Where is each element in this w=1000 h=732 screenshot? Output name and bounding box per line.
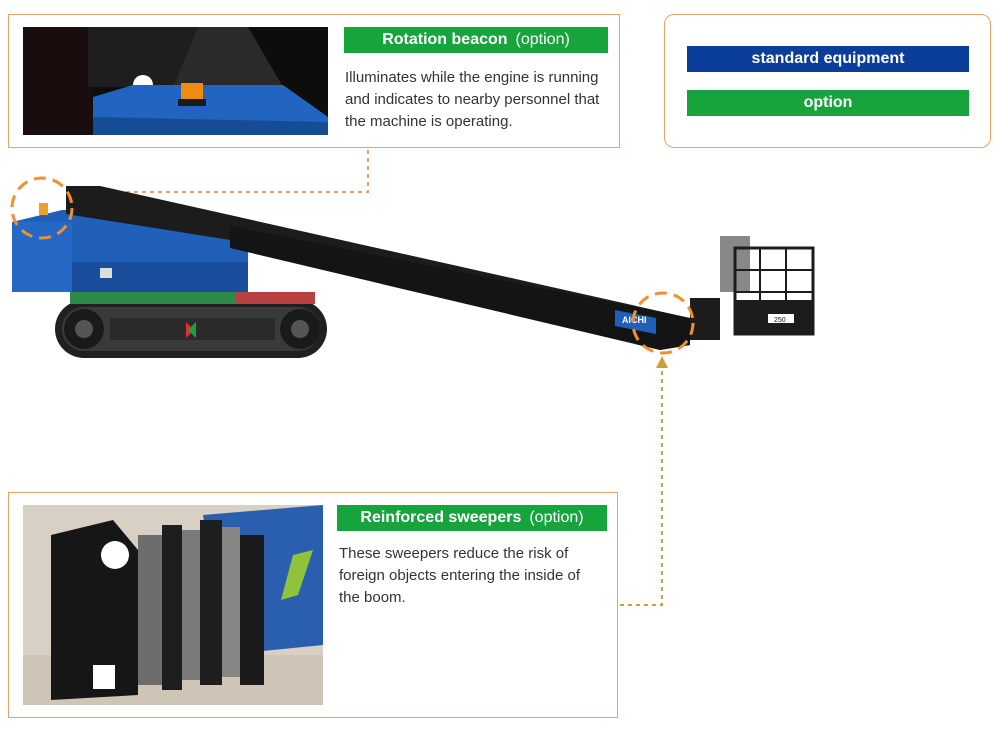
sweeper-leader-line <box>620 368 663 606</box>
telescopic-boom <box>66 186 690 350</box>
sweeper-qualifier: (option) <box>529 509 584 526</box>
beacon-title: Rotation beacon <box>382 31 508 48</box>
platform-capacity-label: 250 <box>774 317 786 324</box>
sweeper-title: Reinforced sweepers <box>360 509 522 526</box>
sweeper-title-tag: Reinforced sweepers (option) <box>337 505 607 531</box>
boom-sweeper-photo <box>23 505 323 705</box>
beacon-title-tag: Rotation beacon (option) <box>344 27 608 53</box>
beacon-qualifier: (option) <box>515 31 570 48</box>
work-platform <box>690 236 815 340</box>
sweeper-description: These sweepers reduce the risk of foreig… <box>339 545 580 606</box>
legend-option: option <box>687 90 969 116</box>
beacon-callout-circle <box>10 176 74 240</box>
sweeper-leader-arrow <box>656 356 668 368</box>
legend-card: standard equipment option <box>664 14 991 148</box>
beacon-description: Illuminates while the engine is running … <box>345 69 600 130</box>
beacon-callout-card: Rotation beacon (option) Illuminates whi… <box>8 14 620 148</box>
rotation-beacon-photo <box>23 27 328 135</box>
crawler-track <box>55 300 327 358</box>
beacon-leader-line <box>80 150 369 193</box>
legend-standard-equipment: standard equipment <box>687 46 969 72</box>
rotation-beacon <box>39 203 48 215</box>
sweeper-callout-circle <box>631 291 695 355</box>
sweeper-callout-card: Reinforced sweepers (option) These sweep… <box>8 492 618 718</box>
